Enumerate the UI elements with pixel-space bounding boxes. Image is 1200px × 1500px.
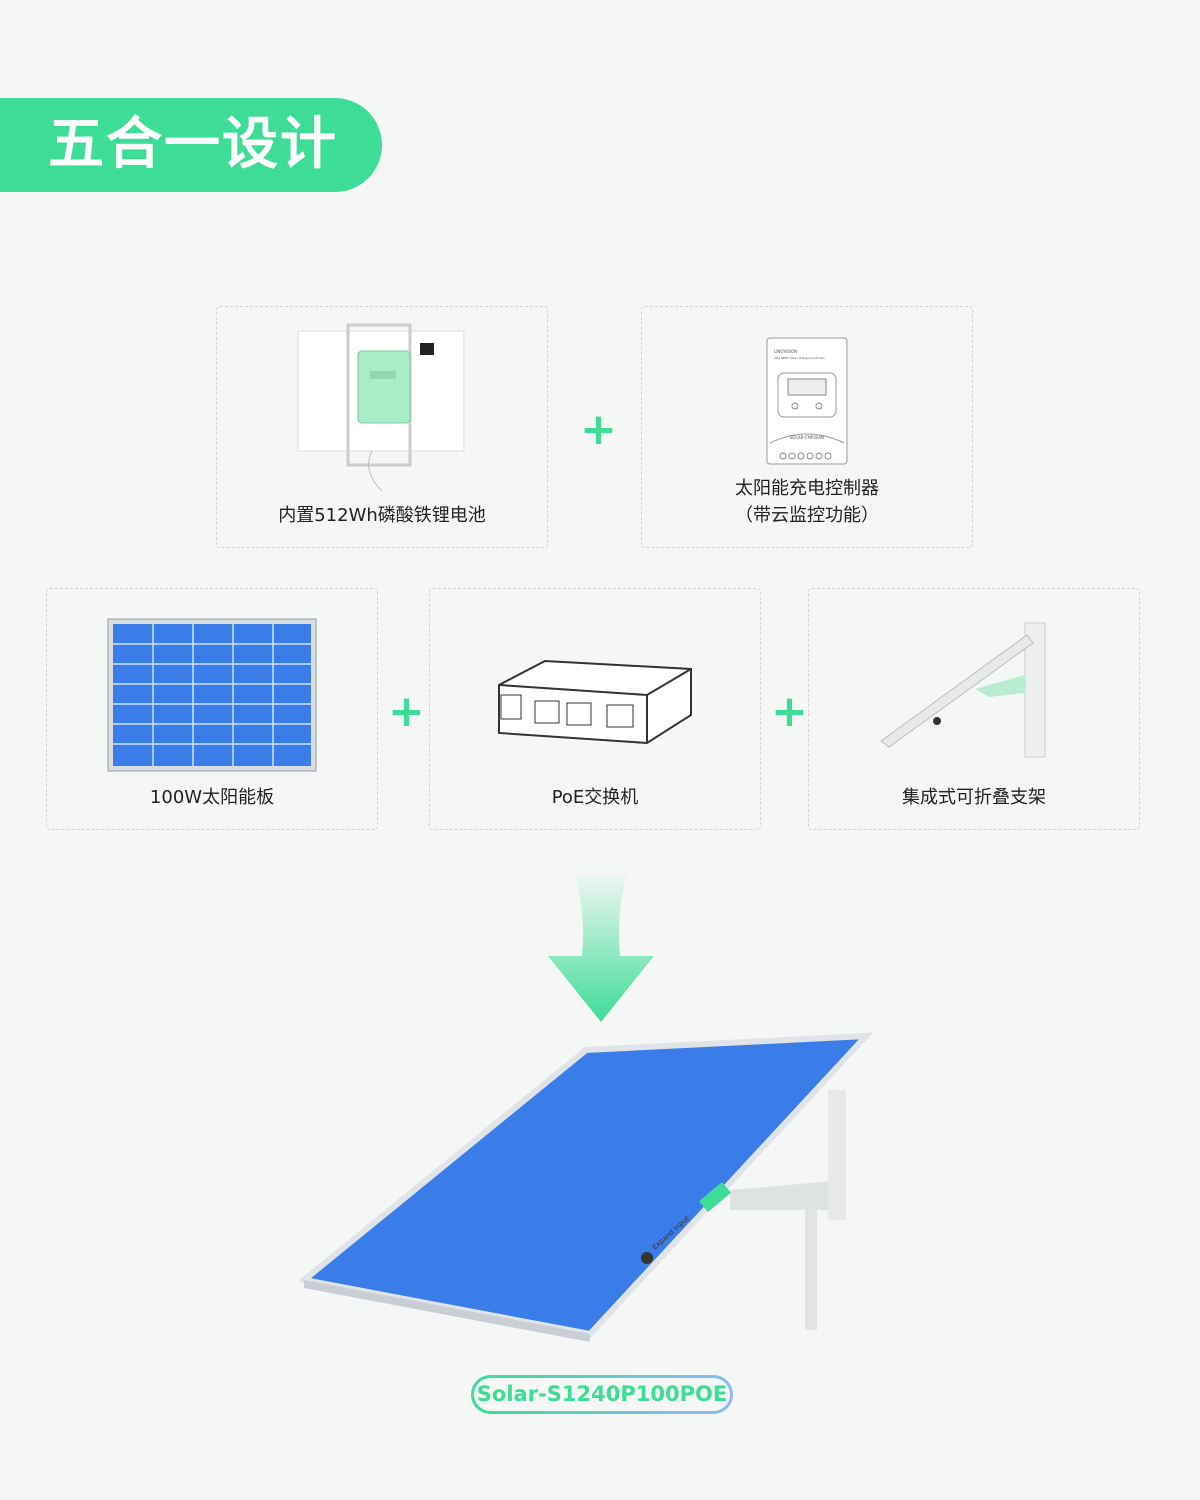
foldable-bracket-icon [880, 622, 1046, 758]
label-main: 太阳能充电控制器 [735, 478, 879, 499]
model-badge: Solar-S1240P100POE [471, 1375, 733, 1414]
charge-controller-icon: LINOVISION 40A MPPT Solar Charge Control… [766, 337, 848, 465]
plus-icon: + [771, 686, 808, 737]
title-banner: 五合一设计 [0, 98, 382, 192]
plus-icon: + [580, 404, 617, 455]
component-label: 太阳能充电控制器 （带云监控功能） [642, 475, 972, 529]
component-label: 集成式可折叠支架 [902, 787, 1046, 808]
component-label: 内置512Wh磷酸铁锂电池 [278, 505, 486, 526]
product-image: Expand Input [300, 1032, 874, 1342]
device-model: SOLAR-CMP40AN [790, 435, 824, 440]
component-label: 100W太阳能板 [149, 787, 275, 808]
battery-box-icon [297, 323, 465, 492]
component-card-battery: 内置512Wh磷酸铁锂电池 [216, 306, 548, 548]
component-card-solar-panel: 100W太阳能板 [46, 588, 378, 830]
device-brand: LINOVISION [774, 349, 797, 354]
component-card-bracket: 集成式可折叠支架 [808, 588, 1140, 830]
component-card-poe-switch: PoE交换机 [429, 588, 761, 830]
label-sub: （带云监控功能） [735, 505, 879, 526]
solar-panel-icon [107, 618, 317, 772]
poe-switch-icon [498, 659, 692, 745]
device-caption: 40A MPPT Solar Charge Controller [774, 356, 826, 360]
component-card-controller: LINOVISION 40A MPPT Solar Charge Control… [641, 306, 973, 548]
arrow-down-icon [548, 870, 654, 1022]
plus-icon: + [388, 686, 425, 737]
model-name: Solar-S1240P100POE [474, 1378, 730, 1411]
component-label: PoE交换机 [551, 787, 639, 808]
